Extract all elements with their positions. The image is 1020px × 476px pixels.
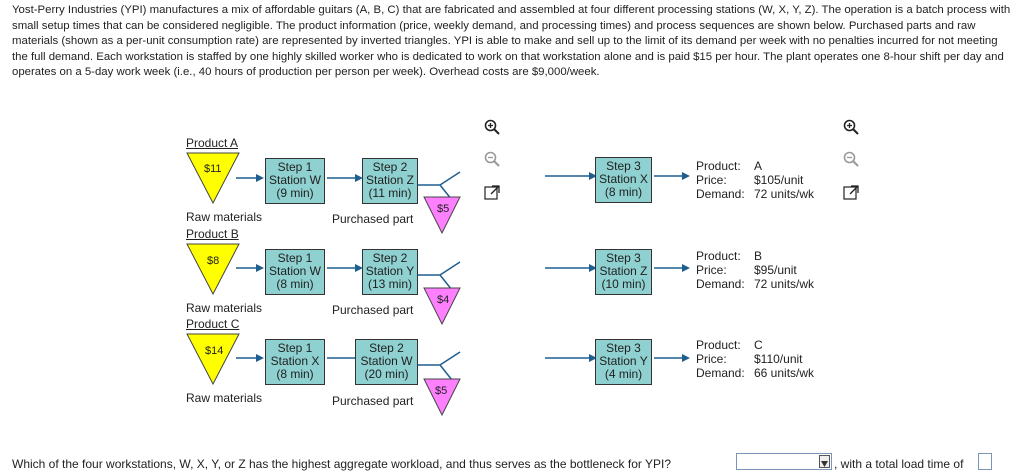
step-3-box: Step 3 Station Y (4 min) bbox=[595, 339, 652, 385]
time-label: (20 min) bbox=[364, 367, 409, 381]
step-label: Step 2 bbox=[372, 160, 408, 174]
step-label: Step 3 bbox=[606, 341, 641, 355]
step-1-box: Step 1 Station W (8 min) bbox=[265, 249, 325, 295]
arrow-icon bbox=[545, 264, 597, 272]
purchased-part-triangle bbox=[423, 287, 461, 325]
expand-icon[interactable] bbox=[843, 185, 859, 201]
step-2-box: Step 2 Station W (20 min) bbox=[355, 339, 418, 385]
step-3-box: Step 3 Station X (8 min) bbox=[595, 157, 652, 203]
product-title: Product C bbox=[186, 317, 240, 331]
purchased-part-label: Purchased part bbox=[332, 303, 414, 317]
problem-text: Yost-Perry Industries (YPI) manufactures… bbox=[12, 4, 1011, 78]
purchased-part-triangle bbox=[423, 378, 461, 416]
step-label: Step 1 bbox=[277, 160, 313, 174]
workstation-select[interactable] bbox=[736, 453, 832, 470]
arrow-icon bbox=[654, 264, 690, 272]
product-info: Product:C Price:$110/unit Demand:66 unit… bbox=[696, 338, 815, 380]
station-label: Station X bbox=[270, 354, 320, 368]
arrow-icon bbox=[654, 354, 690, 362]
raw-material-label: Raw materials bbox=[186, 391, 263, 405]
question-text: Which of the four workstations, W, X, Y,… bbox=[12, 457, 672, 471]
time-label: (4 min) bbox=[604, 367, 643, 381]
step-label: Step 2 bbox=[372, 251, 408, 265]
time-label: (8 min) bbox=[276, 367, 314, 381]
raw-material-label: Raw materials bbox=[186, 210, 263, 224]
arrow-icon bbox=[327, 174, 363, 182]
purchased-part-label: Purchased part bbox=[332, 394, 414, 408]
expand-icon[interactable] bbox=[484, 185, 500, 201]
station-label: Station Z bbox=[365, 173, 415, 187]
step-1-box: Step 1 Station X (8 min) bbox=[265, 339, 325, 385]
purchased-part-triangle bbox=[423, 196, 461, 234]
question-text-2: , with a total load time of bbox=[834, 457, 964, 471]
step-label: Step 3 bbox=[606, 251, 641, 265]
raw-cost: $14 bbox=[205, 345, 224, 357]
arrow-icon bbox=[327, 264, 363, 272]
step-2-box: Step 2 Station Z (11 min) bbox=[362, 158, 418, 204]
station-label: Station W bbox=[268, 264, 322, 278]
raw-material-triangle bbox=[186, 333, 240, 385]
time-label: (11 min) bbox=[368, 186, 412, 200]
raw-cost: $11 bbox=[204, 163, 222, 175]
product-title: Product B bbox=[186, 227, 239, 241]
arrow-icon bbox=[545, 354, 597, 362]
station-label: Station Y bbox=[599, 354, 648, 368]
raw-material-triangle bbox=[186, 152, 240, 204]
step-2-box: Step 2 Station Y (13 min) bbox=[362, 249, 418, 295]
raw-material-label: Raw materials bbox=[186, 301, 263, 315]
chevron-down-icon[interactable] bbox=[819, 455, 830, 468]
zoom-out-icon[interactable] bbox=[484, 151, 500, 167]
purchased-cost: $5 bbox=[435, 385, 448, 397]
zoom-in-icon[interactable] bbox=[843, 119, 859, 135]
time-label: (8 min) bbox=[276, 277, 314, 291]
purchased-cost: $5 bbox=[437, 203, 450, 215]
step-label: Step 2 bbox=[369, 341, 404, 355]
raw-material-triangle bbox=[186, 243, 240, 295]
time-label: (9 min) bbox=[276, 186, 314, 200]
step-label: Step 1 bbox=[277, 341, 313, 355]
step-label: Step 1 bbox=[277, 251, 313, 265]
product-title: Product A bbox=[186, 136, 239, 150]
product-info: Product:B Price:$95/unit Demand:72 units… bbox=[696, 249, 815, 291]
time-label: (10 min) bbox=[601, 277, 646, 291]
product-info: Product:A Price:$105/unit Demand:72 unit… bbox=[696, 159, 815, 201]
station-label: Station Z bbox=[599, 264, 648, 278]
station-label: Station W bbox=[268, 173, 322, 187]
arrow-icon bbox=[545, 172, 597, 180]
purchased-cost: $4 bbox=[437, 294, 450, 306]
zoom-out-icon[interactable] bbox=[843, 151, 859, 167]
step-1-box: Step 1 Station W (9 min) bbox=[265, 158, 325, 204]
time-label: (8 min) bbox=[604, 185, 643, 199]
arrow-icon bbox=[654, 172, 690, 180]
load-time-input[interactable] bbox=[978, 453, 992, 470]
arrow-icon bbox=[236, 354, 264, 362]
arrow-icon bbox=[236, 174, 264, 182]
step-label: Step 3 bbox=[606, 159, 641, 173]
station-label: Station X bbox=[599, 172, 648, 186]
station-label: Station Y bbox=[365, 264, 415, 278]
raw-cost: $8 bbox=[207, 255, 220, 267]
purchased-part-label: Purchased part bbox=[332, 212, 414, 226]
connector-line bbox=[418, 351, 461, 381]
station-label: Station W bbox=[360, 354, 413, 368]
time-label: (13 min) bbox=[367, 277, 412, 291]
arrow-icon bbox=[236, 264, 264, 272]
step-3-box: Step 3 Station Z (10 min) bbox=[595, 249, 652, 295]
zoom-in-icon[interactable] bbox=[484, 119, 500, 135]
